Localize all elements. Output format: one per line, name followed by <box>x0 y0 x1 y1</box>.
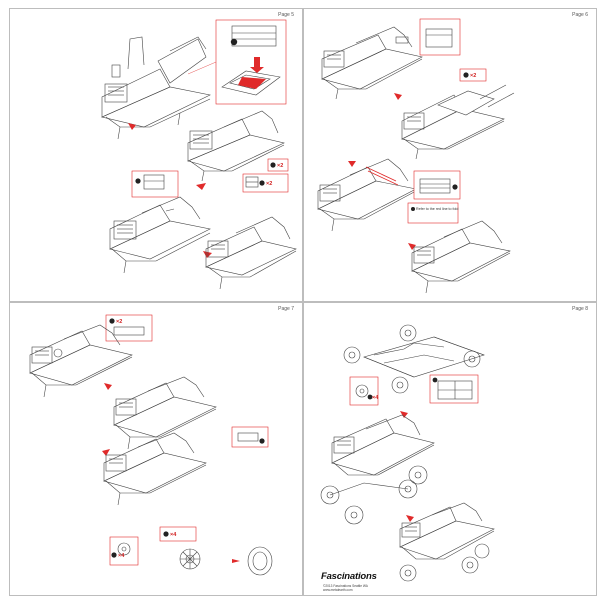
car-body-step-11 <box>103 432 207 506</box>
fold-note-box <box>407 202 459 224</box>
quantity-label: ×4 <box>118 553 125 559</box>
detail-box <box>131 170 179 198</box>
quantity-label: ×4 <box>372 395 379 401</box>
car-body-step-4 <box>205 216 297 290</box>
quantity-label: ×4 <box>170 532 177 538</box>
step-arrow-icon <box>203 251 212 258</box>
car-body-step-10 <box>113 376 217 450</box>
page-number: Page 5 <box>278 12 294 18</box>
page-8-illustrations: ×4 <box>320 324 495 582</box>
car-body-step-3 <box>109 196 211 274</box>
car-body-step-9 <box>29 324 133 398</box>
car-body-step-7 <box>317 158 417 232</box>
page-7-illustrations: ×2 <box>29 314 273 576</box>
page-5: Page 5 <box>9 8 303 302</box>
website-line: www.metalearth.com <box>323 588 353 592</box>
step-arrow-icon <box>408 243 416 250</box>
quantity-label: ×2 <box>277 163 283 169</box>
step-arrow-icon <box>406 515 414 522</box>
red-fold-area <box>238 77 266 89</box>
chassis-assembly <box>343 324 485 394</box>
step-arrow-icon <box>104 383 112 390</box>
car-body-step-1 <box>101 36 211 140</box>
page-8: Page 8 ×4 <box>303 302 597 596</box>
quantity-label: ×2 <box>470 73 476 79</box>
wheel-part <box>117 542 273 576</box>
page-number: Page 7 <box>278 306 294 312</box>
page-6-illustrations: ×2 <box>317 18 515 294</box>
detail-box <box>419 18 461 56</box>
page-6: Page 6 ×2 <box>303 8 597 302</box>
step-arrow-icon <box>102 449 110 456</box>
page-5-illustrations: ×2 ×2 <box>101 19 297 290</box>
car-body-step-8 <box>411 220 511 294</box>
page-number: Page 6 <box>572 12 588 18</box>
copyright-text: ©2013 Fascinations Seattle WA www.metale… <box>323 584 368 592</box>
completed-car <box>399 502 495 582</box>
step-arrow-icon <box>400 411 408 418</box>
down-arrow-icon <box>250 57 264 73</box>
car-body-step-5 <box>321 26 423 100</box>
quantity-label: ×2 <box>266 181 272 187</box>
step-arrow-icon <box>128 123 136 130</box>
detail-box <box>413 170 461 200</box>
step-arrow-icon <box>394 93 402 100</box>
car-with-wheels <box>320 414 435 525</box>
car-body-step-2 <box>187 110 285 182</box>
part-number-icon <box>230 38 238 46</box>
detail-box <box>215 19 287 105</box>
fold-note: Refer to the red line to fold <box>416 207 458 211</box>
copyright-line: ©2013 Fascinations Seattle WA <box>323 584 368 588</box>
quantity-label: ×2 <box>116 319 122 325</box>
page-7: Page 7 ×2 <box>9 302 303 596</box>
step-arrow-icon <box>232 559 240 563</box>
step-arrow-icon <box>196 183 206 190</box>
info-icon <box>411 207 415 211</box>
brand-logo: Fascinations <box>321 571 377 582</box>
detail-box <box>231 426 269 448</box>
page-number: Page 8 <box>572 306 588 312</box>
step-arrow-icon <box>348 161 356 167</box>
car-body-step-6 <box>401 84 515 160</box>
